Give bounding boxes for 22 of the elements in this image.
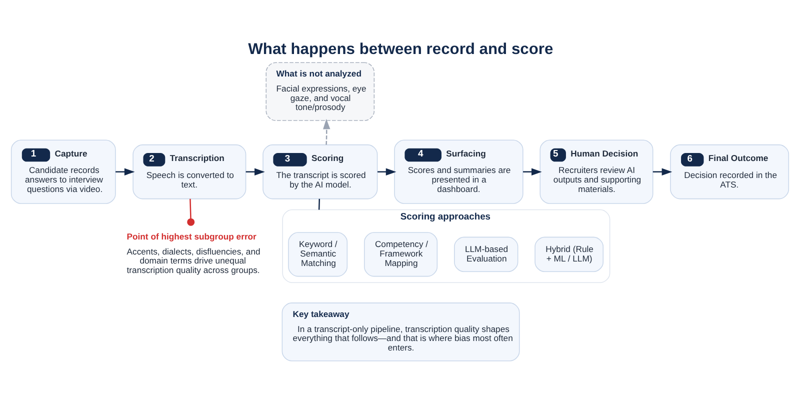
connector xyxy=(187,198,195,226)
node-box: Key takeaway In a transcript-only pipeline, transcription quality shapes everything that follows—and that is where bias most often enters. xyxy=(282,302,520,362)
node-box: Keyword / Semantic Matching xyxy=(288,232,348,277)
arrow xyxy=(322,118,330,145)
node-box: 6 Final Outcome Decision recorded in the ATS. xyxy=(670,144,790,200)
node-box: 5 Human Decision Recruiters review AI outputs and supporting materials. xyxy=(540,140,654,204)
arrow xyxy=(523,168,542,176)
node-box: 3 Scoring The transcript is scored by the AI model. xyxy=(262,144,378,200)
node-box: 4 Surfacing Scores and summaries are presented in a dashboard. xyxy=(394,140,524,204)
connector xyxy=(318,198,320,210)
arrow xyxy=(652,168,672,176)
arrow xyxy=(246,168,265,176)
node-box: 2 Transcription Speech is converted to text. xyxy=(132,144,246,200)
node-text: Point of highest subgroup error Accents, dialects, disfluencies, and domain terms drive unequal transcription quality across groups. xyxy=(126,231,260,276)
node-box: LLM-based Evaluation xyxy=(454,236,518,272)
diagram-title: What happens between record and score xyxy=(248,41,554,58)
arrow xyxy=(116,168,135,176)
node-box: Hybrid (Rule + ML / LLM) xyxy=(534,236,604,272)
node-box: 1 Capture Candidate records answers to interview questions via video. xyxy=(10,140,116,204)
node-box: What is not analyzed Facial expressions, eye gaze, and vocal tone/prosody xyxy=(266,62,375,121)
arrow xyxy=(378,168,396,176)
node-box: Competency / Framework Mapping xyxy=(364,232,438,277)
